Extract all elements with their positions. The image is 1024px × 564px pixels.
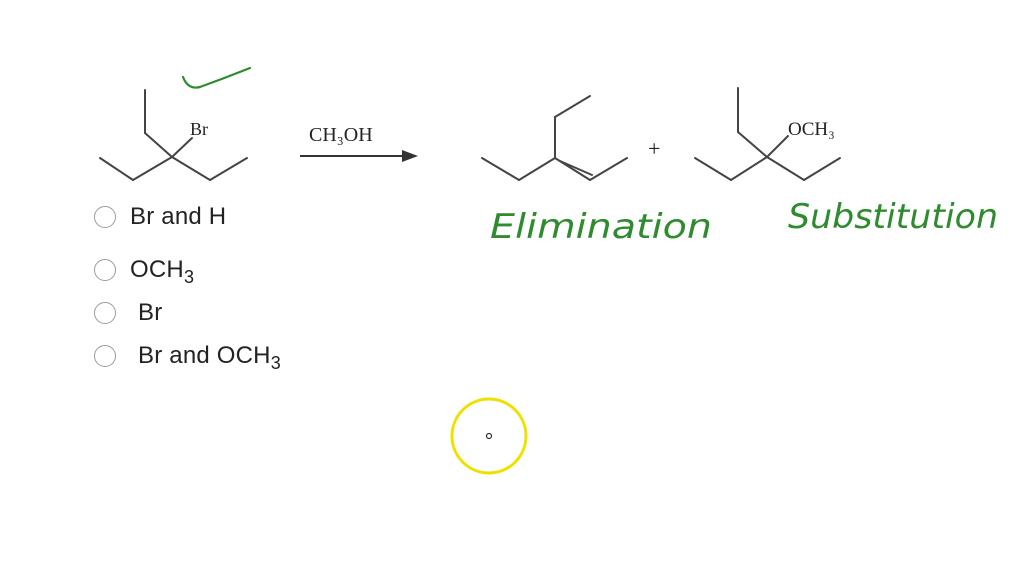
option-och3[interactable]: OCH3: [94, 256, 195, 287]
radio-button[interactable]: [94, 345, 116, 367]
elimination-annotation: Elimination: [490, 207, 712, 247]
methoxy-label: OCH₃: [788, 119, 835, 140]
plus-sign: +: [648, 136, 660, 161]
option-br-and-och3[interactable]: Br and OCH3: [94, 342, 281, 373]
ether-product-structure: [694, 87, 841, 181]
reactant-bromine-label: Br: [190, 119, 208, 139]
option-label: Br and OCH3: [138, 342, 281, 373]
cursor-highlight: [450, 397, 528, 475]
check-mark: [181, 66, 252, 89]
substitution-annotation: Substitution: [788, 197, 998, 237]
radio-button[interactable]: [94, 259, 116, 281]
option-label: Br: [138, 299, 163, 326]
option-br[interactable]: Br: [94, 299, 162, 327]
alkene-product-structure: [481, 95, 628, 181]
option-label: OCH3: [130, 256, 195, 287]
reactant-structure: [99, 89, 248, 181]
reagent-label: CH₃OH: [309, 124, 373, 146]
radio-button[interactable]: [94, 302, 116, 324]
option-label: Br and H: [130, 203, 227, 230]
option-br-and-h[interactable]: Br and H: [94, 203, 226, 231]
reaction-arrow: [300, 150, 418, 162]
radio-button[interactable]: [94, 206, 116, 228]
